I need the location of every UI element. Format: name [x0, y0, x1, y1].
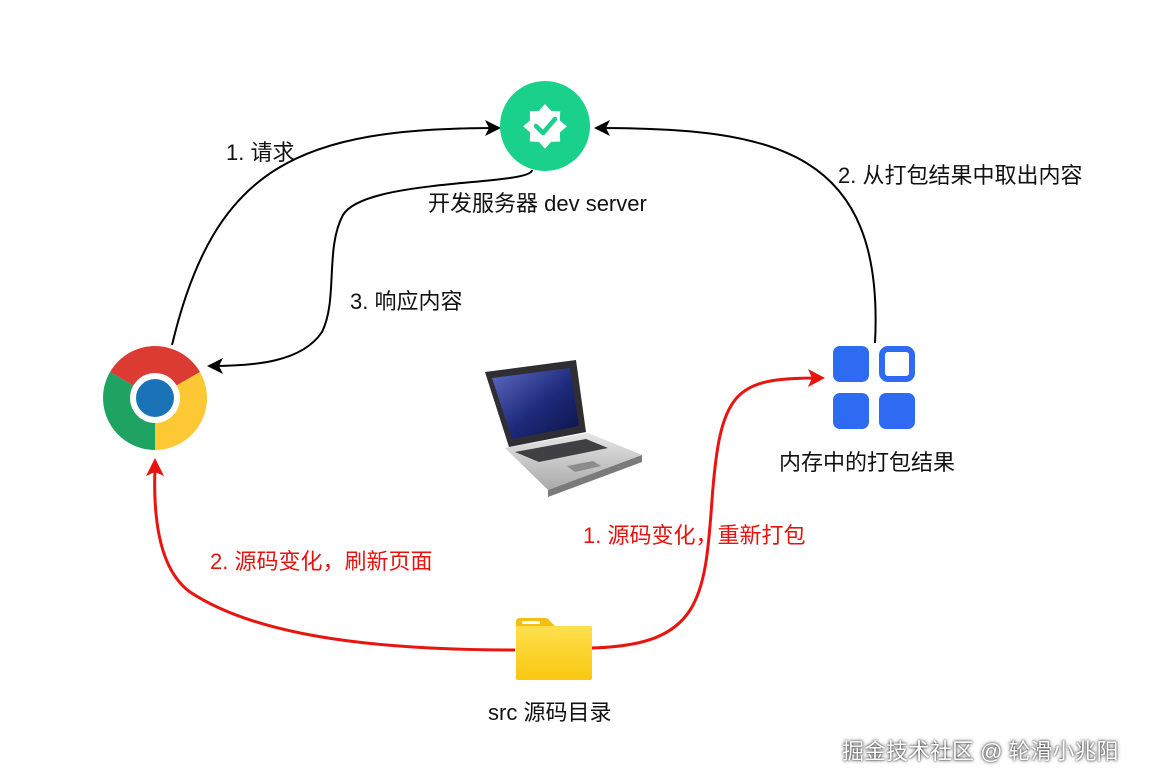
fetch-label: 2. 从打包结果中取出内容 — [838, 163, 1083, 188]
request-arrowhead — [485, 120, 501, 136]
refresh-arrow — [153, 467, 516, 652]
refresh-arrowhead — [146, 458, 164, 476]
response-label: 3. 响应内容 — [350, 289, 463, 314]
folder-icon — [516, 618, 592, 680]
fetch-arrowhead — [594, 120, 610, 136]
rebuild-arrowhead — [808, 369, 825, 387]
grid-blocks-icon — [833, 346, 915, 429]
source-label: src 源码目录 — [488, 700, 612, 725]
chrome-browser-icon — [103, 346, 207, 450]
request-arrow — [171, 127, 498, 346]
rebuild-label: 1. 源码变化，重新打包 — [583, 523, 806, 548]
response-arrow — [210, 169, 533, 367]
refresh-label: 2. 源码变化，刷新页面 — [210, 549, 433, 574]
watermark: 掘金技术社区 @ 轮滑小兆阳 — [842, 739, 1119, 764]
server-label: 开发服务器 dev server — [428, 191, 647, 216]
response-arrowhead — [207, 358, 223, 374]
rebuild-arrow — [591, 376, 819, 650]
request-label: 1. 请求 — [226, 140, 295, 165]
bundle-label: 内存中的打包结果 — [779, 450, 956, 475]
verified-badge-icon — [500, 81, 590, 171]
fetch-arrow — [597, 127, 877, 344]
laptop-icon — [485, 360, 642, 497]
